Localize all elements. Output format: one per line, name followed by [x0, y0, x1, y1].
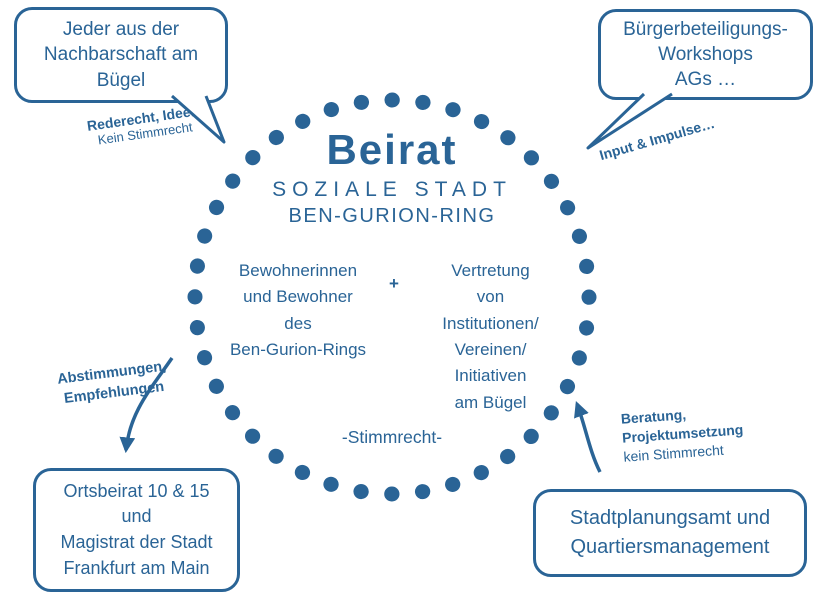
- box-stadtplanungsamt-text: Stadtplanungsamt und Quartiersmanagement: [569, 507, 771, 558]
- members-left: Bewohnerinnen und Bewohner des Ben-Gurio…: [229, 261, 367, 360]
- box-ortsbeirat-text: Ortsbeirat 10 & 15 und Magistrat der Sta…: [60, 480, 213, 578]
- bubble-workshops: Bürgerbeteiligungs- Workshops AGs …: [598, 9, 813, 100]
- circle-subtitle-2: BEN-GURION-RING: [288, 205, 496, 227]
- label-rederecht: Rederecht, Ideen Kein Stimmrecht: [63, 99, 226, 152]
- label-input-impulse-text: Input & Impulse…: [597, 114, 717, 164]
- voting-note: -Stimmrecht-: [341, 427, 443, 447]
- bubble-nachbarschaft: Jeder aus der Nachbarschaft am Bügel: [14, 7, 228, 103]
- circle-subtitle-1: SOZIALE STADT: [272, 178, 512, 201]
- bubble-nachbarschaft-text: Jeder aus der Nachbarschaft am Bügel: [43, 19, 199, 91]
- plus-sign: +: [389, 274, 399, 293]
- circle-title: Beirat: [326, 126, 458, 173]
- label-input-impulse: Input & Impulse…: [583, 111, 732, 168]
- box-stadtplanungsamt: Stadtplanungsamt und Quartiersmanagement: [533, 489, 807, 577]
- label-abstimmungen-text: Abstimmungen, Empfehlungen: [56, 358, 168, 407]
- members-columns: Bewohnerinnen und Bewohner des Ben-Gurio…: [222, 258, 567, 416]
- bubble-workshops-text: Bürgerbeteiligungs- Workshops AGs …: [623, 18, 788, 91]
- arrow-from-stadtplanungsamt: [574, 401, 602, 473]
- members-right: Vertretung von Institutionen/ Vereinen/ …: [442, 261, 539, 412]
- label-abstimmungen: Abstimmungen, Empfehlungen: [36, 355, 190, 412]
- label-beratung: Beratung, Projektumsetzung kein Stimmrec…: [620, 398, 789, 466]
- box-ortsbeirat-magistrat: Ortsbeirat 10 & 15 und Magistrat der Sta…: [33, 468, 240, 592]
